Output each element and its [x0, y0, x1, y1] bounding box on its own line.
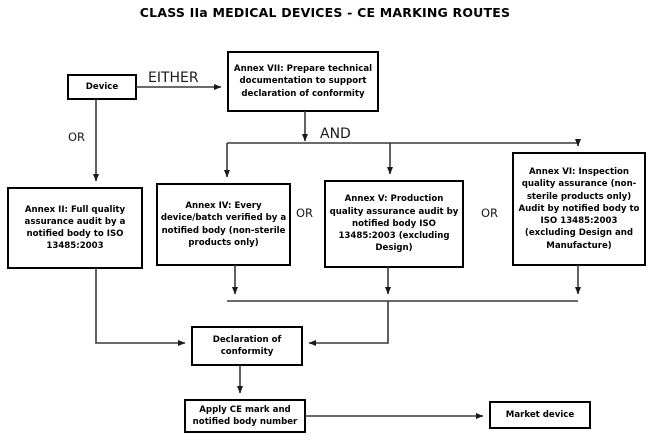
node-market-device[interactable]: Market device: [505, 409, 575, 420]
node-box-annex7: [227, 51, 379, 112]
edge-label-or-right: OR: [481, 206, 499, 220]
node-annex6[interactable]: Annex VI: Inspection quality assurance (…: [518, 167, 640, 251]
edge-label-either: EITHER: [148, 70, 199, 86]
node-box-annex5: [324, 180, 464, 268]
node-box-market: [489, 401, 591, 429]
node-box-annex6: [512, 152, 646, 266]
edge-annex2-to-declaration: [95, 268, 186, 347]
node-declaration[interactable]: Declaration of conformity: [212, 334, 282, 357]
node-annex7[interactable]: Annex VII: Prepare technical documentati…: [233, 64, 373, 99]
node-box-annex4: [156, 183, 291, 266]
edge-label-or-left: OR: [68, 130, 86, 144]
node-device[interactable]: Device: [85, 81, 119, 92]
page-title: CLASS IIa MEDICAL DEVICES - CE MARKING R…: [139, 5, 511, 20]
node-box-declaration: [191, 326, 303, 366]
node-box-annex2: [7, 187, 143, 269]
node-annex2[interactable]: Annex II: Full quality assurance audit b…: [24, 204, 126, 252]
node-apply-ce[interactable]: Apply CE mark and notified body number: [192, 404, 298, 427]
edge-label-or-mid: OR: [296, 206, 314, 220]
edge-bus-to-declaration: [308, 301, 389, 347]
node-box-apply-ce: [184, 399, 306, 433]
node-annex4[interactable]: Annex IV: Every device/batch verified by…: [160, 201, 287, 248]
edge-label-and: AND: [320, 126, 351, 142]
node-annex5[interactable]: Annex V: Production quality assurance au…: [329, 194, 459, 254]
